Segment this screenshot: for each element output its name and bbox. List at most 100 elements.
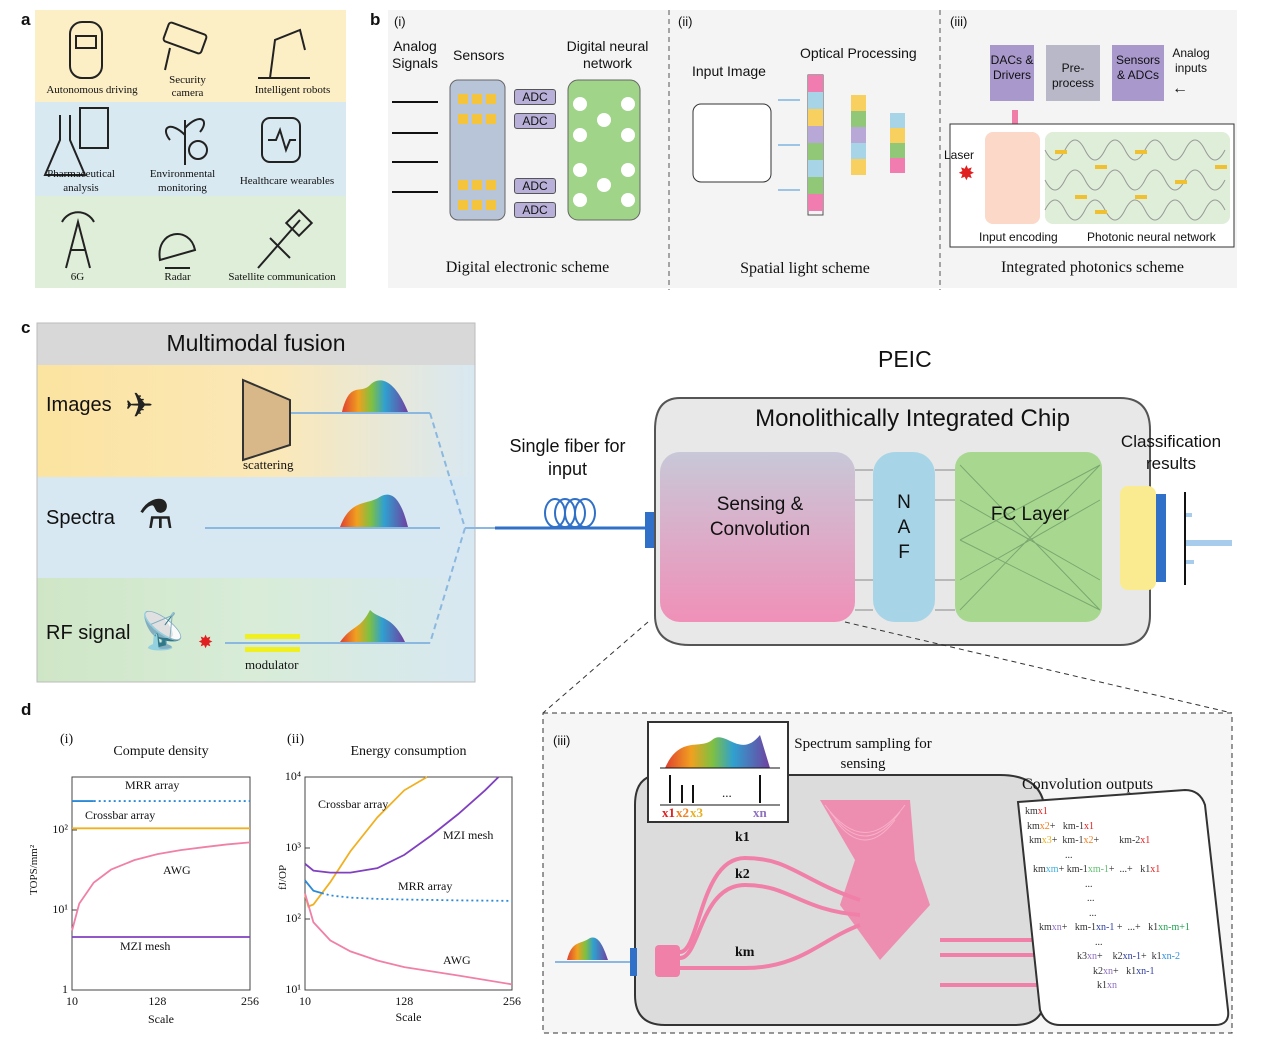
conv-output-line: kmxm+ km-1xm-1+ ...+ k1x1 [1025,863,1225,878]
chart-ii-ylabel: fJ/OP [277,864,289,890]
app-label-healthcare: Healthcare wearables [239,175,335,187]
digital-scheme-graphics [392,79,641,221]
conv-term: + km-1 [1051,835,1084,846]
modulator-label: modulator [245,657,299,672]
caption-spatial: Spatial light scheme [740,260,870,277]
x2-label: x2 [676,805,689,820]
zoom-tag-iii: (iii) [553,733,571,748]
waveguides [679,855,1045,987]
fiber-label: Single fiber for input [509,436,626,479]
conv-term: xn-1 [1136,965,1155,977]
chart-i-title: Compute density [113,744,209,759]
caption-integrated: Integrated photonics scheme [1000,259,1185,276]
scheme-tag-ii: (ii) [678,14,693,29]
app-label-6g: 6G [70,271,85,283]
signal-paths [205,378,645,652]
modality-spectra: Spectra [46,507,115,529]
modality-rf: RF signal [46,622,131,644]
conv-term: xm [1045,864,1059,875]
multimodal-fusion-title: Multimodal fusion [166,330,346,356]
conv-outputs-title: Convolution outputs [1022,776,1154,793]
series-line-mrr-array [321,892,513,902]
x1-label: x1 [662,805,675,820]
peic-title: PEIC [878,346,932,372]
series-line-mrr-array [304,879,323,894]
conv-term: x1 [1150,864,1161,875]
series-label: MZI mesh [443,828,494,842]
flask-icon: ⚗ [138,493,174,537]
panel-a-icons [43,21,314,269]
conv-output-line: kmxn+ km-1xn-1 + ...+ k1xn-m+1 [1025,921,1225,936]
conv-term: km [1027,820,1040,832]
laser-icon: ✸ [198,632,214,652]
conv-term: x2 [1039,820,1050,832]
x-tick-label: 256 [503,994,521,1008]
conv-term: ... [1085,878,1093,890]
awg-star-coupler [820,800,930,960]
sensors-label: Sensors [453,47,505,63]
input-image-label: Input Image [692,63,766,79]
conv-output-line: ... [1025,892,1225,907]
spatial-scheme-graphics [692,74,905,216]
series-label: Crossbar array [318,797,389,811]
conv-term: ... [1065,849,1073,861]
conv-term: k3 [1077,951,1087,962]
y-tick-label: 10² [52,822,68,836]
x-tick-label: 128 [148,994,167,1008]
chart-i-ylabel: TOPS/mm² [28,844,40,895]
conv-term: + km-1 [1058,864,1088,875]
preprocess-label: Pre-process [1051,61,1095,90]
conv-output-line: ... [1025,849,1225,864]
y-tick-label: 10¹ [285,982,301,996]
panel-label-a: a [21,10,31,29]
conv-term: km [1029,835,1042,846]
panel-label-d: d [21,700,32,719]
conv-term: + km-1 [1049,820,1085,832]
app-label-environmental: Environmental monitoring [149,168,216,194]
app-label-intelligent-robots: Intelligent robots [254,84,331,96]
adc-block: ADC [514,113,556,129]
chart-ii-frame [304,776,513,991]
chart-ii-title: Energy consumption [350,744,467,759]
conv-output-line: ... [1025,878,1225,893]
awg-chip [634,774,1046,1026]
y-tick-label: 10⁴ [284,769,301,783]
naf-block: N A F [897,492,911,563]
x-tick-label: 10 [66,994,78,1008]
svg-text:✸: ✸ [958,163,975,185]
fiber-coupler [645,512,654,548]
conv-term: xn [1107,980,1117,991]
arrow-left-icon: ← [1172,80,1188,97]
app-label-pharmaceutical: Pharmaceutical analysis [47,168,115,194]
panel-label-b: b [370,10,381,29]
conv-term: xm-1 [1087,864,1109,875]
app-label-security-camera: Security camera [169,74,206,99]
conv-output-line: kmx3+ km-1x2+ km-2x1 [1025,834,1225,849]
series-label: MRR array [125,778,180,792]
conv-term: x1 [1140,835,1151,846]
app-label-autonomous-driving: Autonomous driving [46,84,138,96]
conv-output-line: k1xn [1025,979,1225,994]
conv-term: + k2 [1097,951,1123,962]
dnn-label: Digital neural network [566,38,649,71]
spectrum-plots [340,380,408,642]
conv-term: x1 [1084,820,1095,832]
modality-images: Images [46,394,112,416]
conv-term: + ...+ k1 [1114,922,1159,933]
app-label-satellite: Satellite communication [228,271,336,283]
fc-layer-block: FC Layer [990,504,1070,525]
conv-term: xn [1051,922,1062,933]
conv-output-line: kmx2+ km-1x1 [1025,820,1225,835]
sampling-label: Spectrum sampling for sensing [794,736,932,772]
chart-i-xlabel: Scale [148,1012,174,1026]
conv-term: + ...+ k1 [1108,864,1151,875]
series-label: MRR array [398,879,453,893]
adc-block: ADC [514,89,556,105]
analog-signals-label: Analog Signals [392,38,438,71]
x-tick-label: 10 [299,994,311,1008]
caption-digital: Digital electronic scheme [445,259,610,276]
scheme-tag-i: (i) [394,14,406,29]
conv-term: km [1025,806,1038,817]
conv-term: xn-2 [1161,951,1180,962]
km-label: km [735,945,755,960]
